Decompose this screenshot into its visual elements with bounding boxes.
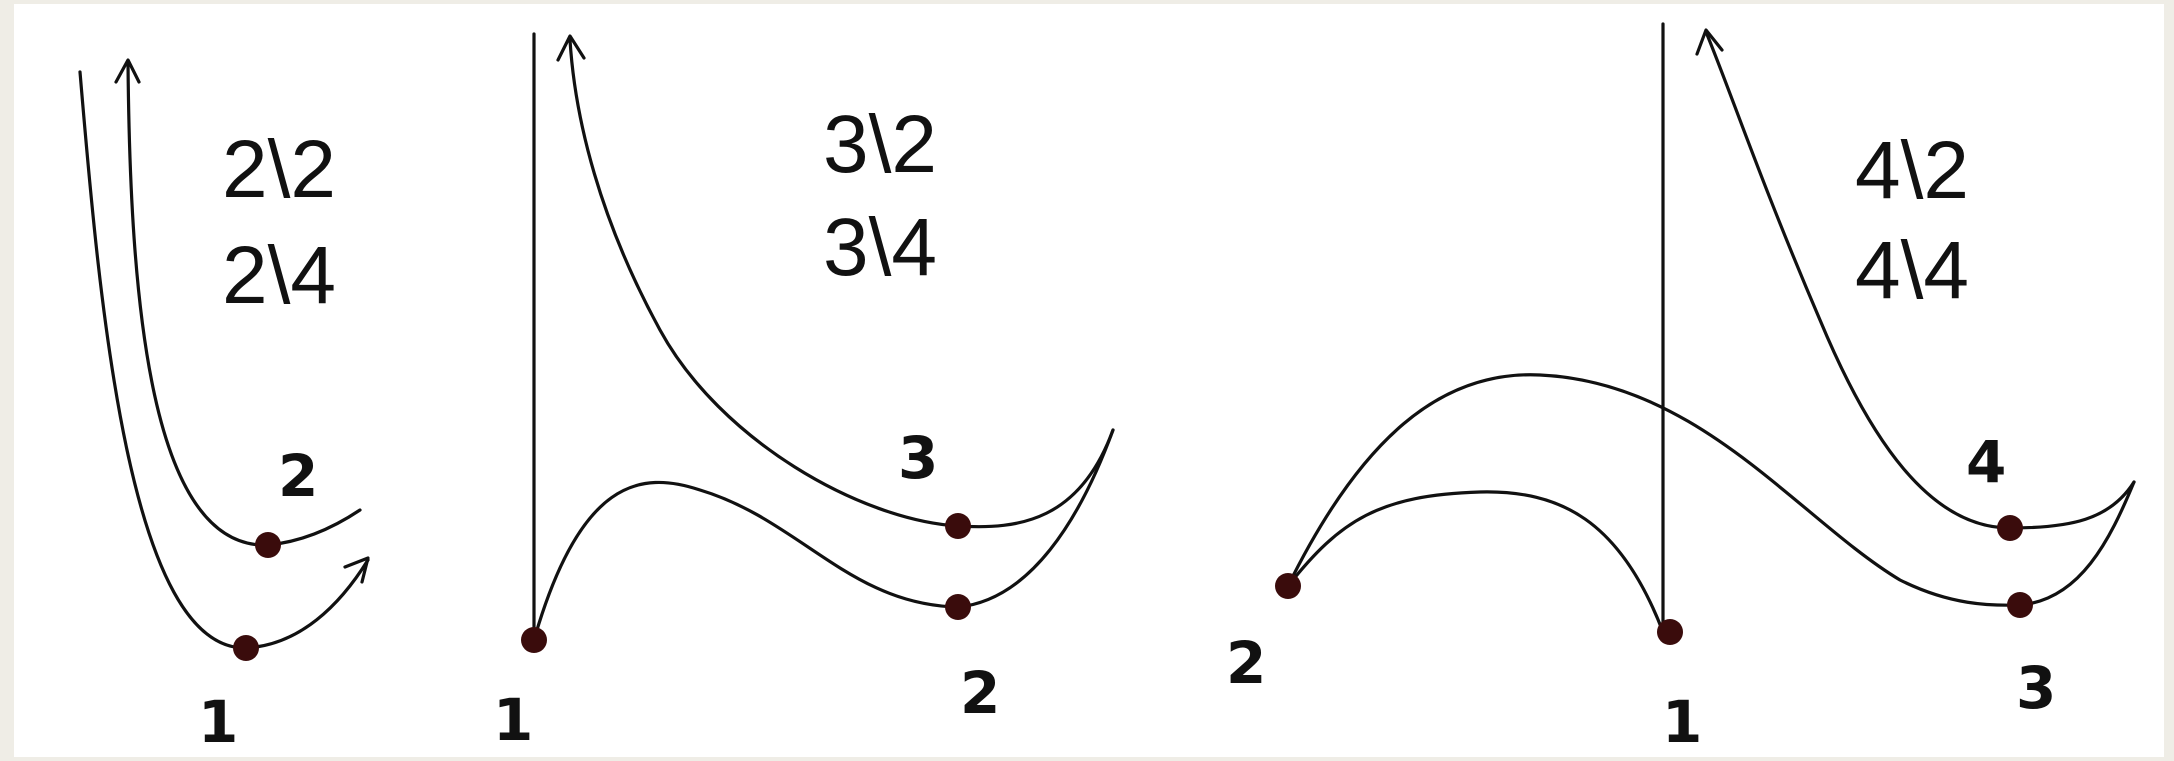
time-signature-line-2: 4\4 (1855, 225, 1969, 316)
upbeat-arrowhead (114, 58, 141, 84)
beat-4-stroke (1704, 30, 2136, 530)
time-signature-line-1: 3\2 (823, 99, 937, 190)
beat-1-to-2-stroke (1286, 490, 1665, 634)
downbeat-arrowhead (343, 556, 370, 584)
upbeat-stroke (126, 60, 362, 547)
beat-label-1: 1 (1662, 688, 1702, 756)
beat-1-to-2-stroke (532, 480, 960, 642)
beat-2-to-3-stroke (956, 428, 1115, 609)
upbeat-arrowhead (1695, 28, 1724, 56)
pattern-two-beat: 2 1 2\2 2\4 (78, 58, 370, 756)
beat-label-3: 3 (2016, 654, 2056, 722)
downbeat-stroke (78, 70, 370, 650)
beat-2-to-3-stroke (1286, 373, 2022, 607)
pattern-four-beat: 4 2 1 3 4\2 4\4 (1226, 22, 2136, 756)
beat-label-2: 2 (278, 442, 318, 510)
beat-point-1 (233, 635, 259, 661)
beat-label-1: 1 (198, 688, 238, 756)
beat-point-3 (2007, 592, 2033, 618)
beat-point-1 (1657, 619, 1683, 645)
beat-label-2: 2 (1226, 629, 1266, 697)
beat-point-3 (945, 513, 971, 539)
beat-point-2 (255, 532, 281, 558)
beat-label-3: 3 (898, 424, 938, 492)
upbeat-arrowhead (556, 34, 586, 62)
beat-label-4: 4 (1966, 428, 2006, 496)
beat-point-4 (1997, 515, 2023, 541)
beat-point-2 (1275, 573, 1301, 599)
pattern-three-beat: 3 1 2 3\2 3\4 (493, 32, 1115, 754)
beat-3-stroke (568, 38, 1115, 529)
time-signature-line-1: 2\2 (222, 124, 336, 215)
time-signature-line-2: 2\4 (222, 230, 336, 321)
beat-label-2: 2 (960, 659, 1000, 727)
beat-3-to-4-stroke (2018, 480, 2136, 607)
beat-point-2 (945, 594, 971, 620)
diagram-panel (14, 4, 2164, 757)
beat-point-1 (521, 627, 547, 653)
time-signature-line-2: 3\4 (823, 202, 937, 293)
beat-label-1: 1 (493, 686, 533, 754)
time-signature-line-1: 4\2 (1855, 125, 1969, 216)
